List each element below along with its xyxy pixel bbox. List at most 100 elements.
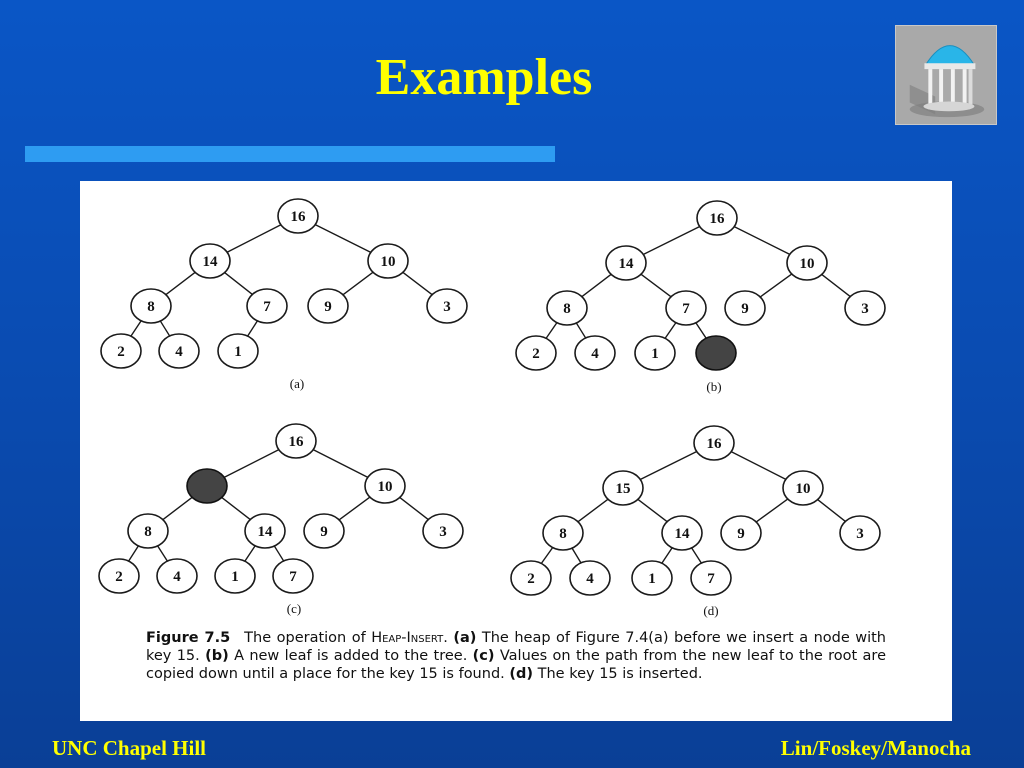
old-well-logo (895, 25, 997, 125)
heap-node (422, 513, 464, 549)
slide-title: Examples (375, 49, 593, 106)
heap-node (100, 333, 142, 369)
heap-node-key: 2 (117, 344, 125, 360)
tree-edge (156, 544, 169, 563)
heap-node (665, 290, 707, 326)
caption-text-1: The operation of (244, 630, 372, 646)
footer-authors: Lin/Foskey/Manocha (780, 736, 971, 760)
heap-node-key: 1 (648, 571, 656, 587)
tree-sublabel: (a) (290, 376, 304, 391)
heap-node (546, 290, 588, 326)
heap-node-key: 16 (710, 211, 726, 227)
heap-node (156, 558, 198, 594)
tree-edge (401, 270, 434, 297)
tree-sublabel: (d) (703, 603, 718, 618)
heap-node (127, 513, 169, 549)
tree-edge (341, 270, 375, 297)
heap-node-key: 8 (147, 299, 155, 315)
heap-node (724, 290, 766, 326)
heap-node-key: 2 (115, 569, 123, 585)
heap-node-key: 15 (616, 481, 631, 497)
heap-node-key: 8 (559, 526, 567, 542)
heap-node-key: 2 (532, 346, 540, 362)
heap-node (839, 515, 881, 551)
heap-node (696, 200, 738, 236)
tree-edge (820, 272, 852, 299)
caption-algorithm-name: Heap-Insert (371, 630, 444, 646)
caption-text-b: A new leaf is added to the tree. (228, 648, 473, 664)
tree-edge (575, 322, 587, 339)
heap-node (720, 515, 762, 551)
heap-node (364, 468, 406, 504)
heap-node (844, 290, 886, 326)
heap-node-key: 2 (527, 571, 535, 587)
heap-node-key: 14 (675, 526, 691, 542)
heap-node (690, 560, 732, 596)
heap-node-key: 3 (439, 524, 447, 540)
tree-edge (220, 495, 252, 522)
caption-label-d: (d) (509, 666, 534, 682)
tree-edge (310, 448, 371, 479)
tree-edge (159, 320, 171, 337)
tree-edge (222, 270, 255, 297)
heap-node (574, 335, 616, 371)
tree-edge (127, 544, 140, 563)
heap-node (605, 245, 647, 281)
heap-node (367, 243, 409, 279)
heap-node (661, 515, 703, 551)
tree-edge (660, 546, 674, 565)
caption-text-d: The key 15 is inserted. (533, 666, 703, 682)
heap-node-key: 10 (381, 254, 396, 270)
heap-node (158, 333, 200, 369)
tree-edge (540, 546, 554, 565)
tree-edge (224, 223, 284, 254)
heap-node (98, 558, 140, 594)
heap-node (782, 470, 824, 506)
tree-edge (164, 270, 197, 297)
tree-edge (637, 449, 700, 482)
heap-node-key: 9 (320, 524, 328, 540)
title-underline-bar (25, 146, 555, 162)
heap-node (217, 333, 259, 369)
heap-node-key: 7 (682, 301, 690, 317)
tree-edge (639, 272, 673, 299)
heap-node (786, 245, 828, 281)
heap-node (602, 470, 644, 506)
caption-label-c: (c) (472, 648, 495, 664)
caption-text-2: . (443, 630, 454, 646)
tree-edge (731, 224, 793, 257)
heap-node (189, 243, 231, 279)
heap-node (634, 335, 676, 371)
tree-edge (312, 222, 374, 255)
tree-edge (337, 495, 372, 522)
heap-node-key: 7 (289, 569, 297, 585)
tree-edge (758, 272, 794, 299)
heap-node-key: 3 (861, 301, 869, 317)
heap-node-key: 16 (289, 434, 305, 450)
heap-node (426, 288, 468, 324)
heap-node (214, 558, 256, 594)
tree-edge (640, 224, 703, 257)
tree-sublabel: (c) (287, 601, 301, 616)
heap-node-key: 9 (324, 299, 332, 315)
tree-edge (246, 319, 259, 338)
heap-node (569, 560, 611, 596)
tree-edge (243, 544, 257, 563)
heap-node-key: 8 (563, 301, 571, 317)
caption-label-a: (a) (453, 630, 477, 646)
heap-node (510, 560, 552, 596)
tree-edge (664, 321, 677, 340)
heap-node (515, 335, 557, 371)
heap-node (693, 425, 735, 461)
heap-node-hole (186, 468, 228, 504)
caption-label-b: (b) (205, 648, 229, 664)
heap-node (244, 513, 286, 549)
heap-node-key: 14 (619, 256, 635, 272)
caption-text-a: The heap of Figure 7.4(a) before we inse… (146, 630, 886, 664)
tree-edge (690, 546, 703, 565)
tree-edge (580, 272, 613, 299)
